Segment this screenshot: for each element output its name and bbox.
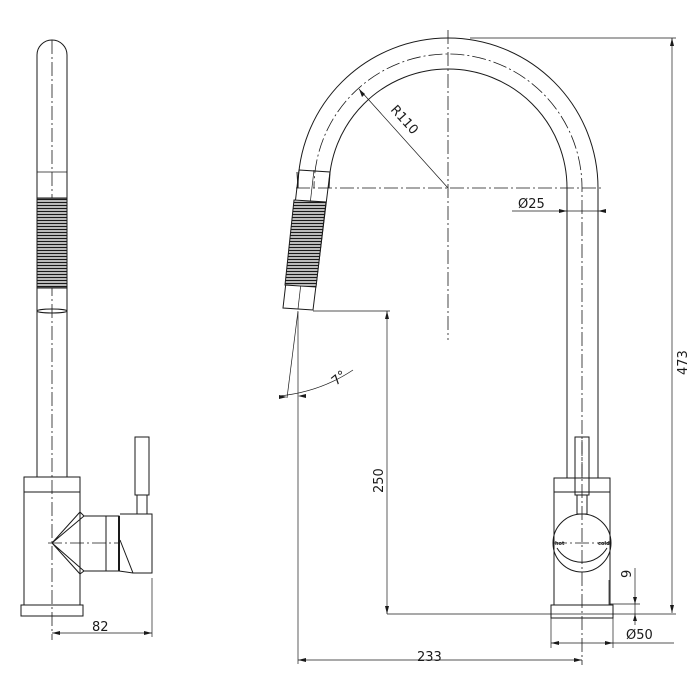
cold-label: cold — [598, 541, 610, 547]
hot-label: hot — [555, 541, 565, 547]
knurled-grip-side — [36, 197, 68, 289]
dim-pipe-diameter: Ø25 — [518, 197, 545, 212]
dim-base-diameter: Ø50 — [626, 628, 653, 643]
side-view: 82 — [20, 39, 153, 640]
dim-overall-height: 473 — [676, 350, 691, 375]
dim-spout-height: 250 — [372, 468, 387, 493]
dim-spout-angle: 7° — [329, 368, 350, 389]
dim-side-depth: 82 — [92, 620, 109, 635]
dim-base-height: 9 — [620, 570, 635, 578]
pull-out-spout — [282, 169, 331, 311]
knurled-grip — [284, 199, 327, 288]
dimensions: R110 Ø25 473 250 9 Ø50 233 — [278, 37, 691, 665]
dim-bend-radius: R110 — [387, 103, 421, 138]
front-view: hot cold — [282, 30, 614, 665]
dim-reach: 233 — [417, 650, 442, 665]
